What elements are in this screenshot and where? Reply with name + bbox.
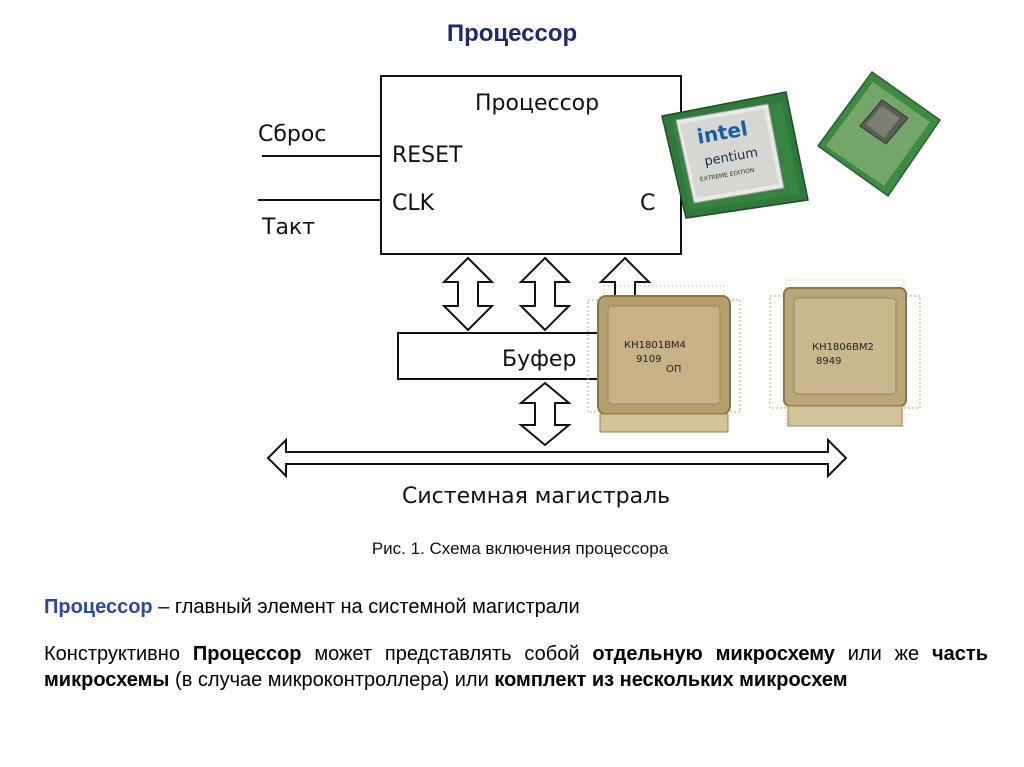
- chip-kn1806vm2-photo: КН1806ВМ2 8949: [770, 280, 920, 426]
- double-arrow-4: [521, 383, 569, 445]
- para-text-1: Конструктивно: [44, 643, 193, 665]
- para-text-2: может представлять собой: [302, 643, 593, 665]
- buffer-label: Буфер: [502, 347, 576, 372]
- body-paragraph: Конструктивно Процессор может представля…: [44, 641, 988, 693]
- processor-box-label: Процессор: [475, 91, 599, 116]
- chip2-code: 8949: [816, 356, 841, 367]
- para-bold-1: Процессор: [193, 643, 302, 665]
- chip1-code: 9109: [636, 354, 661, 365]
- double-arrow-2: [521, 258, 569, 330]
- chip1-suffix: ОП: [666, 364, 681, 375]
- clk-pin-label: CLK: [392, 191, 435, 216]
- definition-line: Процессор – главный элемент на системной…: [44, 596, 580, 619]
- para-text-4: (в случае микроконтроллера) или: [170, 669, 495, 691]
- reset-pin-label: RESET: [392, 143, 463, 168]
- intel-chip-photo: intel pentium EXTREME EDITION: [662, 92, 808, 218]
- right-pin-label: C: [640, 191, 655, 216]
- definition-term: Процессор: [44, 596, 153, 618]
- clock-signal-label: Такт: [261, 215, 315, 240]
- reset-signal-label: Сброс: [258, 122, 326, 147]
- double-arrow-1: [444, 258, 492, 330]
- para-text-3: или же: [835, 643, 932, 665]
- cpu-underside-photo: [818, 72, 940, 196]
- definition-text: – главный элемент на системной магистрал…: [153, 596, 580, 618]
- chip1-marking: КН1801ВМ4: [624, 340, 686, 351]
- para-bold-4: комплект из нескольких микросхем: [494, 669, 847, 691]
- para-bold-2: отдельную микросхему: [592, 643, 835, 665]
- bus-arrows-bottom: [521, 383, 569, 445]
- chip-kn1801vm4-photo: КН1801ВМ4 9109 ОП: [588, 286, 740, 432]
- system-bus-label: Системная магистраль: [402, 484, 670, 509]
- chip2-marking: КН1806ВМ2: [812, 342, 874, 353]
- system-bus-arrow: [268, 440, 846, 476]
- figure-caption: Рис. 1. Схема включения процессора: [0, 539, 1024, 559]
